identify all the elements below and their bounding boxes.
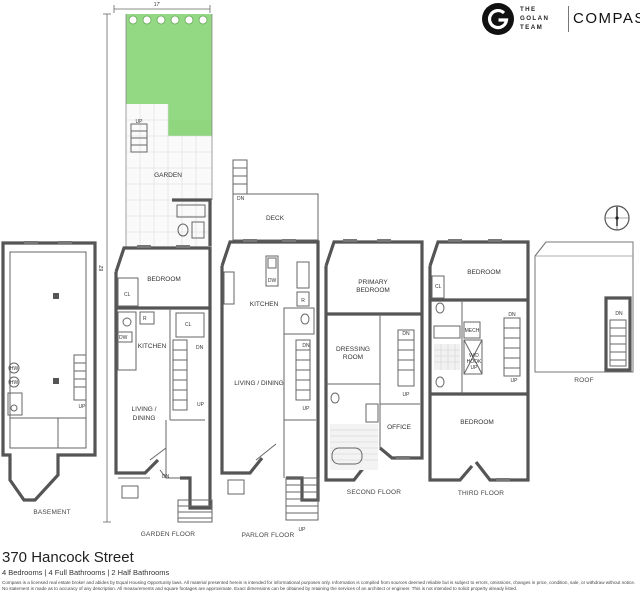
floor-label-roof: ROOF	[574, 377, 594, 384]
stair-up-label: UP	[403, 392, 411, 398]
room-kitchen-parlor: KITCHEN	[250, 301, 279, 308]
room-living-dining-parlor: LIVING / DINING	[234, 380, 283, 387]
brand-divider	[568, 6, 569, 32]
roof-plan	[534, 241, 634, 373]
legal-disclaimer: Compass is a licensed real estate broker…	[2, 580, 636, 591]
room-office: OFFICE	[387, 424, 411, 431]
depth-dimension: 82'	[99, 265, 105, 272]
room-primary-bedroom-l2: BEDROOM	[356, 287, 390, 294]
garden-floor-plan	[114, 14, 213, 523]
water-heater-label: HW	[10, 366, 19, 372]
basement-plan	[1, 241, 97, 502]
floor-label-garden: GARDEN FLOOR	[141, 531, 196, 538]
floor-label-parlor: PARLOR FLOOR	[242, 532, 295, 539]
water-heater-label: HW	[10, 380, 19, 386]
property-specs: 4 Bedrooms | 4 Full Bathrooms | 2 Half B…	[2, 568, 170, 577]
second-floor-plan	[324, 239, 424, 482]
stair-down-label: DN	[237, 196, 245, 202]
golan-team-wordmark: THE GOLAN TEAM	[520, 5, 549, 32]
golan-team-line: THE	[520, 6, 537, 13]
dishwasher-label: DW	[119, 335, 128, 341]
room-primary-bedroom-l1: PRIMARY	[358, 279, 388, 286]
brand-header: THE GOLAN TEAM COMPASS	[482, 2, 640, 36]
golan-team-logo-icon	[482, 3, 514, 35]
third-floor-plan	[428, 239, 530, 482]
room-dressing-l1: DRESSING	[336, 346, 370, 353]
stair-down-label: DN	[302, 343, 310, 349]
stair-down-label: DN	[402, 331, 410, 337]
floor-label-second: SECOND FLOOR	[347, 489, 402, 496]
closet-label: CL	[435, 284, 442, 290]
closet-label: CL	[124, 292, 131, 298]
room-kitchen-garden-floor: KITCHEN	[138, 343, 167, 350]
refrigerator-label: R	[143, 316, 147, 322]
stair-down-label: DN	[508, 312, 516, 318]
closet-label: CL	[185, 322, 192, 328]
stair-up-label: UP	[197, 402, 205, 408]
compass-wordmark: COMPASS	[573, 10, 640, 27]
compass-rose-icon	[604, 205, 630, 231]
room-bedroom-third-rear: BEDROOM	[467, 269, 501, 276]
room-living-dining-garden-l2: DINING	[133, 415, 156, 422]
room-living-dining-garden-l1: LIVING /	[132, 406, 157, 413]
stair-up-label: UP	[511, 378, 519, 384]
room-garden: GARDEN	[154, 172, 182, 179]
stair-down-label: DN	[615, 311, 623, 317]
stair-down-label: DN	[196, 345, 204, 351]
floor-label-basement: BASEMENT	[33, 509, 70, 516]
property-address: 370 Hancock Street	[2, 549, 134, 566]
washer-dryer-label-l1: W/D	[469, 353, 479, 359]
room-deck: DECK	[266, 215, 285, 222]
stair-up-label: UP	[79, 404, 87, 410]
stair-up-label: UP	[299, 527, 307, 533]
dimension-lines	[103, 5, 211, 523]
stair-up-label: UP	[303, 406, 311, 412]
room-bedroom-third-front: BEDROOM	[460, 419, 494, 426]
golan-team-line: GOLAN	[520, 15, 550, 22]
refrigerator-label: R	[301, 298, 305, 304]
floor-label-third: THIRD FLOOR	[458, 490, 504, 497]
width-dimension: 17'	[154, 2, 161, 8]
stair-up-label: UP	[136, 119, 144, 125]
parlor-floor-plan	[220, 159, 320, 521]
golan-team-line: TEAM	[520, 24, 544, 31]
washer-dryer-label-l3: UP	[471, 365, 479, 371]
dishwasher-label: DW	[268, 278, 277, 284]
washer-dryer-label-l2: HOOK	[467, 359, 482, 365]
stair-down-label: DN	[162, 474, 170, 480]
mech-label: MECH	[465, 328, 480, 334]
room-dressing-l2: ROOM	[343, 354, 363, 361]
room-bedroom-garden-floor: BEDROOM	[147, 276, 181, 283]
